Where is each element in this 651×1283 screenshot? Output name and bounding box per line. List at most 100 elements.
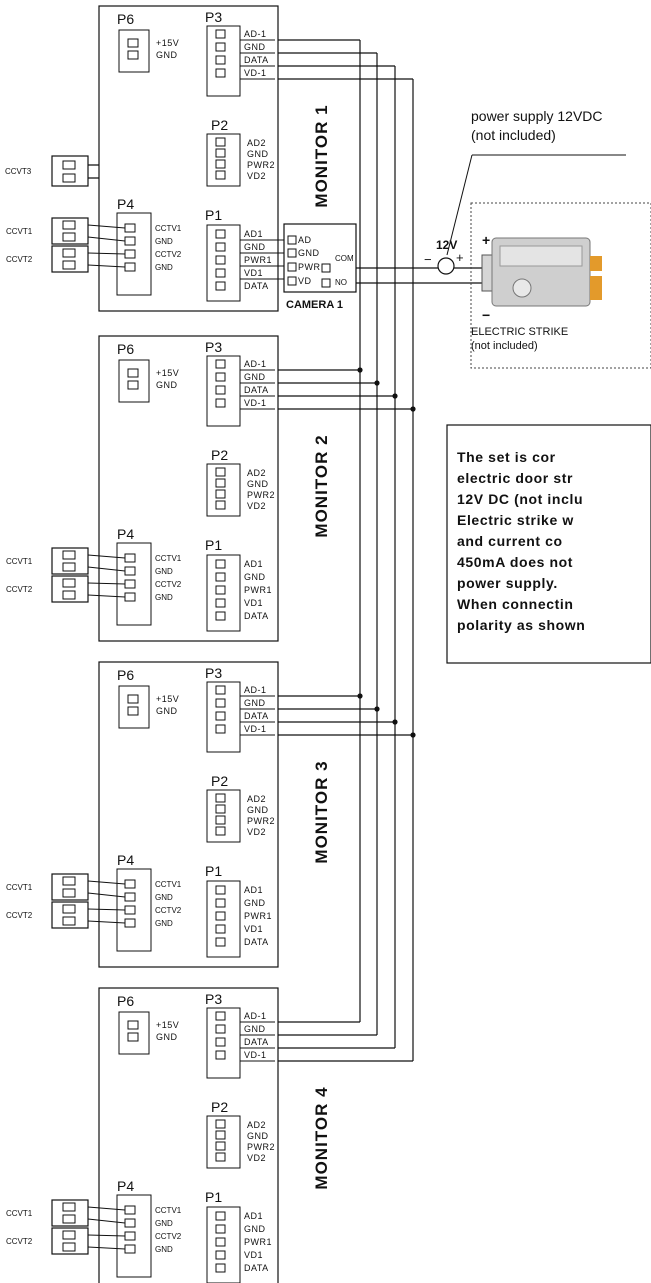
p3-pin [215, 1024, 226, 1034]
p2-label: P2 [211, 117, 228, 133]
p2-pin-label: AD2 [247, 794, 266, 804]
p4-pin-label: GND [155, 919, 173, 928]
p6-pin-label: +15V [156, 1020, 179, 1030]
p3-pin-label: AD-1 [244, 1011, 267, 1021]
note-frame [446, 424, 651, 664]
p2-pin [215, 159, 226, 169]
p2-pin [215, 1141, 226, 1151]
ccvt-wire [87, 920, 126, 924]
voltage-label: 12V [436, 238, 457, 252]
p1-pin [215, 611, 226, 621]
p1-pin [215, 885, 226, 895]
power-supply-label: power supply 12VDC [471, 108, 603, 124]
p2-pin [215, 804, 226, 814]
p1-pin [215, 1250, 226, 1260]
p3-pin-label: VD-1 [244, 1050, 267, 1060]
p3-pin [215, 724, 226, 734]
strike-plus: + [482, 232, 490, 248]
ccvt-wire [87, 1218, 126, 1224]
p2-pin [215, 489, 226, 499]
p4-pin-label: CCTV1 [155, 1206, 182, 1215]
p3-pin-label: GND [244, 372, 266, 382]
p3-pin-label: VD-1 [244, 398, 267, 408]
p1-pin-label: VD1 [244, 1250, 263, 1260]
p1-pin-label: VD1 [244, 598, 263, 608]
p2-pin-label: PWR2 [247, 490, 275, 500]
p3-pin-label: DATA [244, 55, 269, 65]
p4-pin-label: GND [155, 1245, 173, 1254]
p3-pin [215, 1037, 226, 1047]
p4-pin [124, 892, 136, 902]
p2-pin-label: VD2 [247, 501, 266, 511]
ccvt-label: CCVT1 [6, 883, 33, 892]
p4-pin [124, 879, 136, 889]
p6-connector [118, 685, 150, 729]
p1-pin-label: DATA [244, 937, 269, 947]
p4-pin [124, 905, 136, 915]
p3-pin [215, 42, 226, 52]
p3-pin [215, 55, 226, 65]
p4-pin [124, 1231, 136, 1241]
strike-latch [590, 276, 602, 300]
strike-top-face [499, 245, 583, 267]
monitor-title: MONITOR 2 [312, 434, 331, 537]
p1-pin [215, 911, 226, 921]
camera-pin-com [321, 263, 331, 273]
p3-pin-label: DATA [244, 711, 269, 721]
p1-label: P1 [205, 1189, 222, 1205]
p2-pin [215, 478, 226, 488]
p4-pin [124, 579, 136, 589]
p1-pin-label: GND [244, 572, 266, 582]
ccvt-label: CCVT1 [6, 1209, 33, 1218]
power-source-symbol [437, 257, 455, 275]
camera-pin-pwr [287, 262, 297, 272]
p2-pin-label: GND [247, 149, 269, 159]
p1-pin [215, 924, 226, 934]
p1-pin-label: PWR1 [244, 255, 272, 265]
ccvt-wire [87, 554, 126, 559]
p3-pin [215, 398, 226, 408]
camera-pin-gnd [287, 248, 297, 258]
p4-label: P4 [117, 196, 134, 212]
p2-pin-label: PWR2 [247, 816, 275, 826]
p6-pin-label: +15V [156, 368, 179, 378]
ccvt-pin [62, 260, 76, 270]
p4-pin [124, 262, 136, 272]
monitor-title: MONITOR 3 [312, 760, 331, 863]
p3-pin [215, 1011, 226, 1021]
note-line: electric door str [457, 470, 573, 486]
strike-terminal-plate [481, 254, 493, 292]
ccvt-pin [62, 904, 76, 914]
p3-pin [215, 372, 226, 382]
p3-pin-label: GND [244, 698, 266, 708]
p1-label: P1 [205, 207, 222, 223]
ccvt-wire [87, 908, 126, 911]
p4-pin-label: GND [155, 593, 173, 602]
p3-label: P3 [205, 339, 222, 355]
p4-pin-label: CCTV2 [155, 906, 182, 915]
p4-pin [124, 249, 136, 259]
p1-pin-label: PWR1 [244, 911, 272, 921]
p3-pin [215, 385, 226, 395]
p1-pin [215, 242, 226, 252]
p2-pin [215, 467, 226, 477]
p2-label: P2 [211, 1099, 228, 1115]
p3-pin [215, 685, 226, 695]
note-line: and current co [457, 533, 563, 549]
p4-pin-label: CCTV2 [155, 580, 182, 589]
p6-label: P6 [117, 993, 134, 1009]
p3-pin-label: DATA [244, 1037, 269, 1047]
ccvt-label: CCVT1 [6, 557, 33, 566]
p4-pin [124, 566, 136, 576]
ccvt-pin [62, 590, 76, 600]
p2-pin [215, 1119, 226, 1129]
note-line: When connectin [457, 596, 574, 612]
p6-label: P6 [117, 11, 134, 27]
strike-latch [590, 256, 602, 271]
p1-pin-label: AD1 [244, 885, 263, 895]
ccvt-pin [62, 1230, 76, 1240]
p6-pin-label: GND [156, 706, 178, 716]
p1-pin [215, 585, 226, 595]
p6-pin [127, 368, 139, 378]
p4-pin-label: GND [155, 567, 173, 576]
